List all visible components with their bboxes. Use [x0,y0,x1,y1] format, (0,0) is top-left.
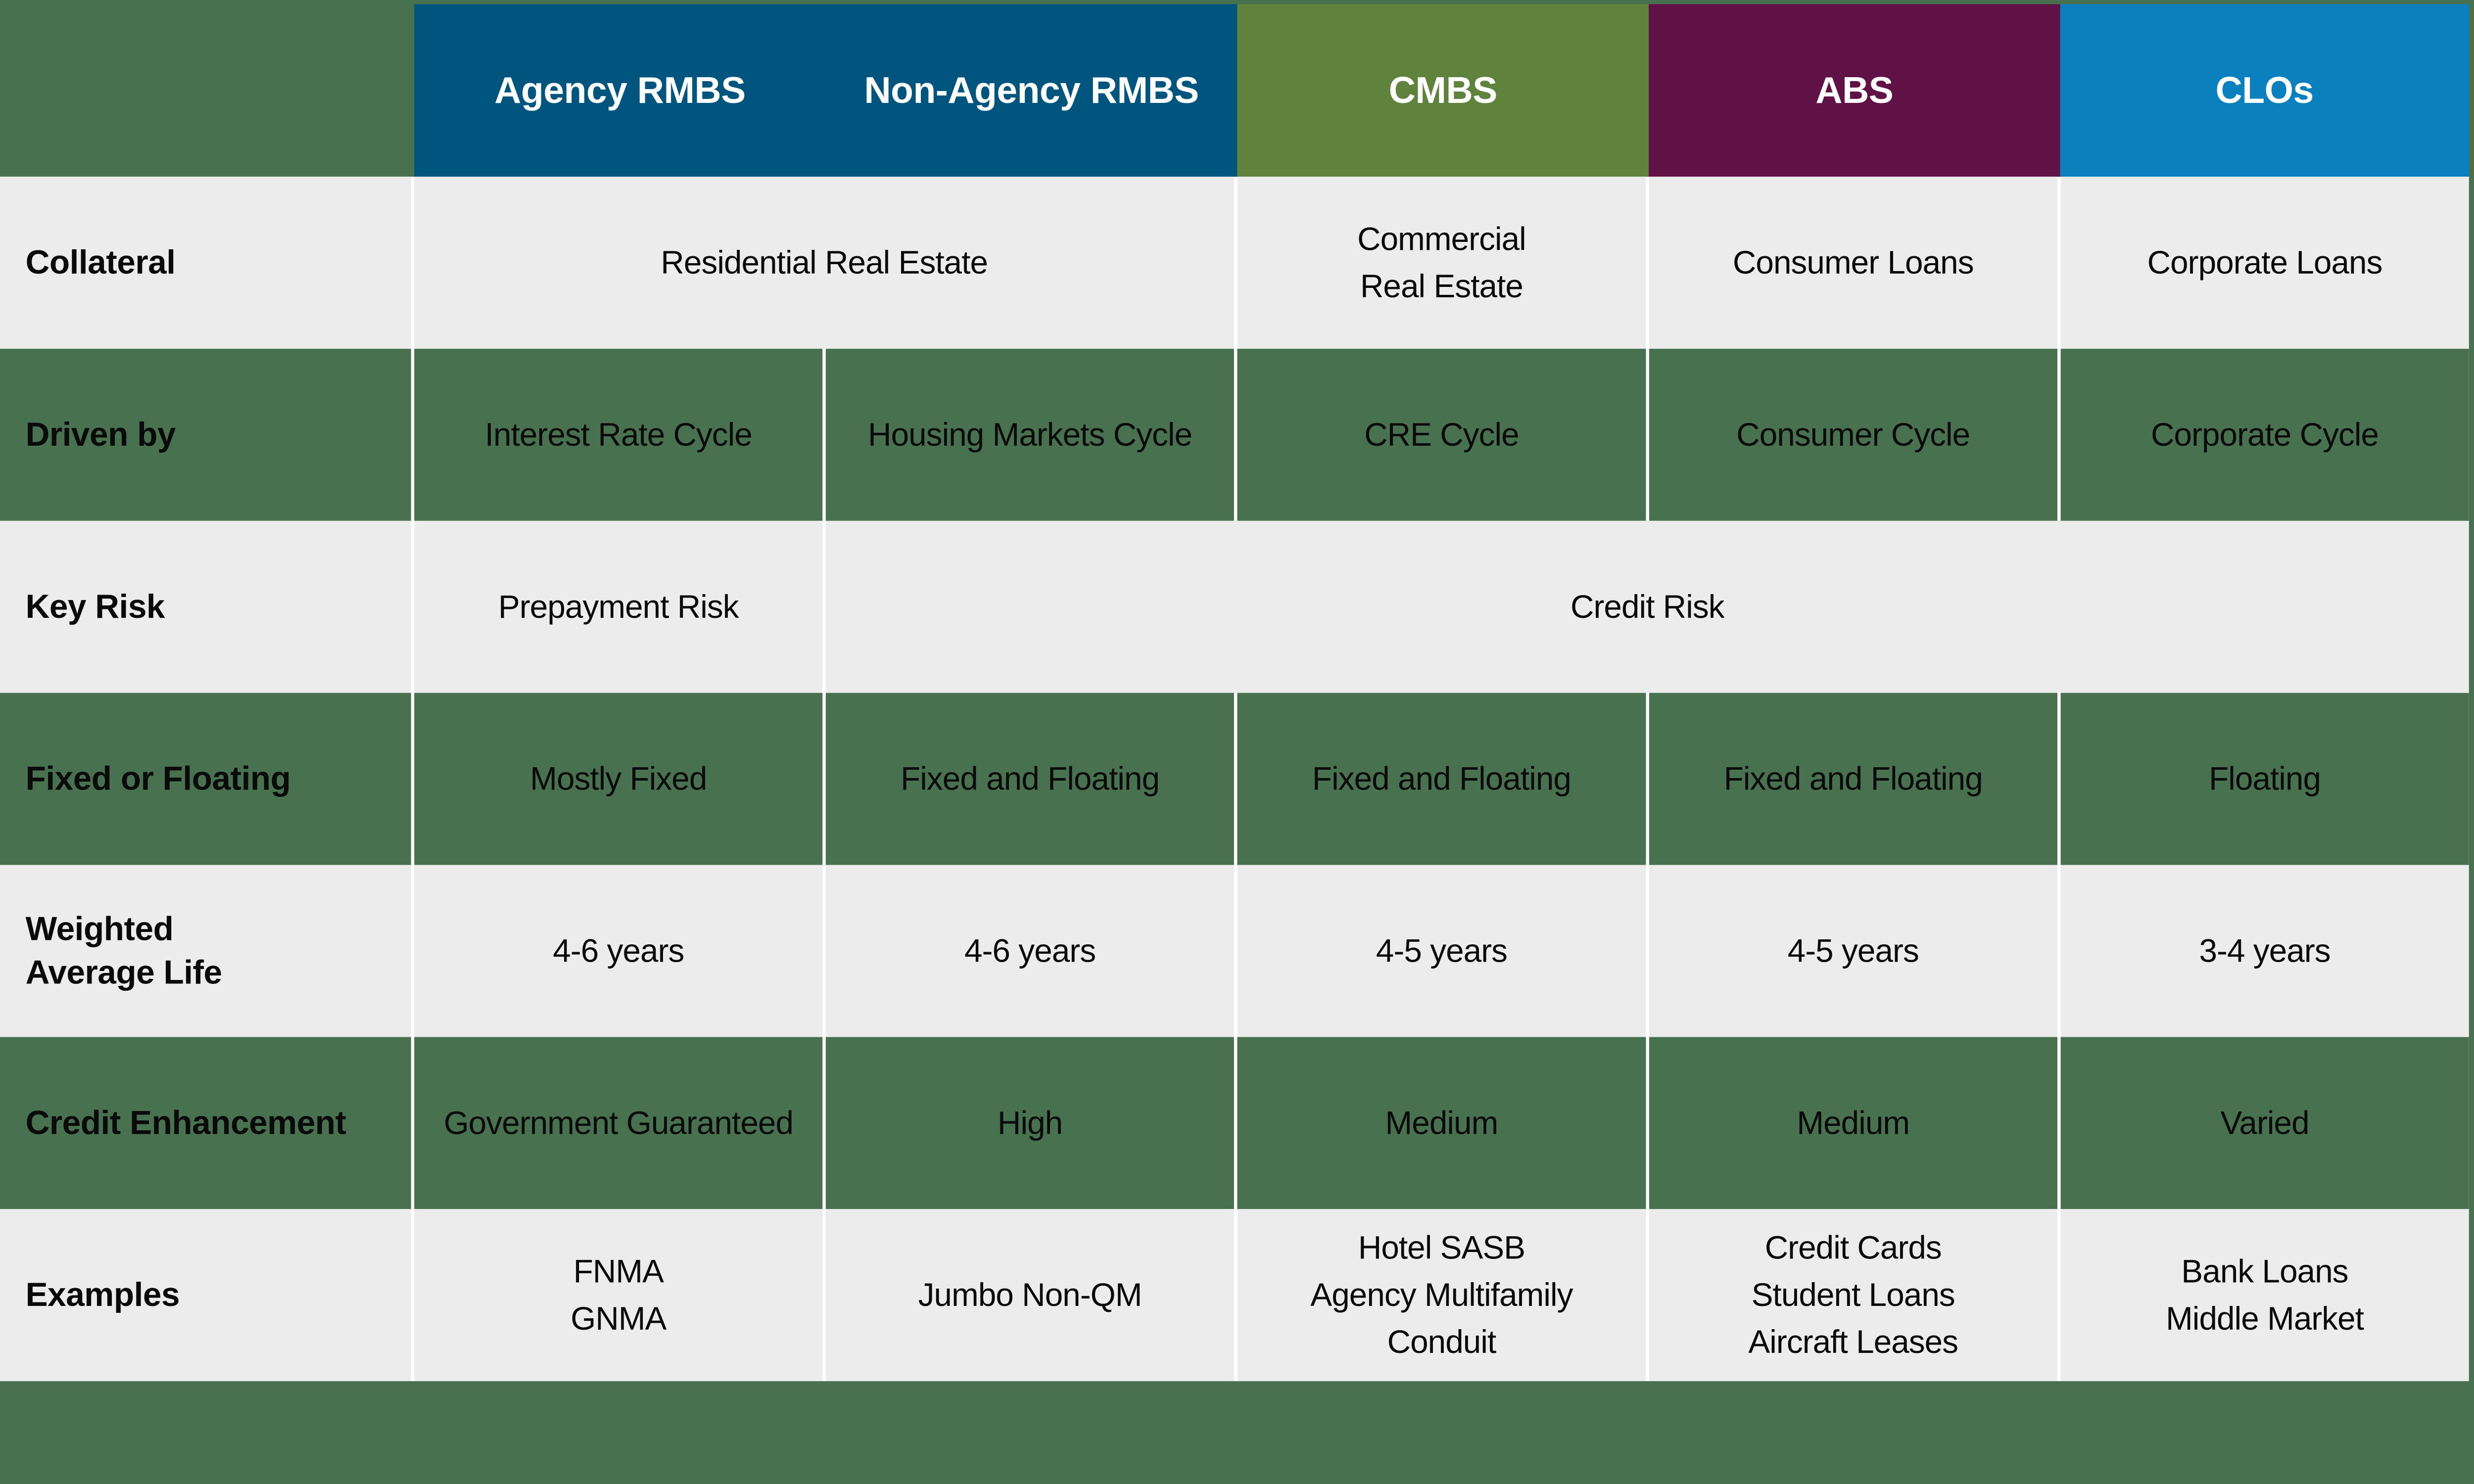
row-label-key-risk: Key Risk [0,520,411,693]
cell-wal-agency-rmbs: 4-6 years [414,865,823,1037]
cell-enhancement-clos: Varied [2060,1037,2469,1209]
header-cmbs: CMBS [1237,4,1649,177]
cell-examples-non-agency-rmbs: Jumbo Non-QM [826,1209,1235,1382]
header-clos: CLOs [2060,4,2469,177]
header-corner-spacer [0,4,414,177]
cell-wal-abs: 4-5 years [1649,865,2057,1037]
row-label-fixed-or-floating: Fixed or Floating [0,693,411,865]
row-label-collateral: Collateral [0,177,411,349]
row-label-driven-by: Driven by [0,349,411,521]
cell-wal-clos: 3-4 years [2060,865,2469,1037]
cell-examples-cmbs: Hotel SASB Agency Multifamily Conduit [1237,1209,1646,1382]
cell-driven-clos: Corporate Cycle [2060,349,2469,521]
cell-examples-agency-rmbs: FNMA GNMA [414,1209,823,1382]
table-body: Collateral Residential Real Estate Comme… [0,177,2469,1382]
cell-wal-non-agency-rmbs: 4-6 years [826,865,1235,1037]
cell-fixed-clos: Floating [2060,693,2469,865]
header-agency-rmbs: Agency RMBS [494,69,746,111]
cell-fixed-abs: Fixed and Floating [1649,693,2057,865]
row-label-examples: Examples [0,1209,411,1382]
row-label-weighted-average-life: Weighted Average Life [0,865,411,1037]
cell-key-risk-credit-merged: Credit Risk [826,520,2469,693]
cell-enhancement-non-agency-rmbs: High [826,1037,1235,1209]
cell-examples-abs: Credit Cards Student Loans Aircraft Leas… [1649,1209,2057,1382]
cell-driven-non-agency-rmbs: Housing Markets Cycle [826,349,1235,521]
header-abs: ABS [1649,4,2060,177]
cell-enhancement-abs: Medium [1649,1037,2057,1209]
cell-collateral-rmbs: Residential Real Estate [414,177,1235,349]
securitized-products-comparison-table: Agency RMBS Non-Agency RMBS CMBS ABS CLO… [0,4,2469,1382]
cell-enhancement-cmbs: Medium [1237,1037,1646,1209]
cell-fixed-agency-rmbs: Mostly Fixed [414,693,823,865]
cell-driven-abs: Consumer Cycle [1649,349,2057,521]
header-rmbs-group: Agency RMBS Non-Agency RMBS [414,4,1237,177]
cell-collateral-abs: Consumer Loans [1649,177,2057,349]
cell-collateral-clos: Corporate Loans [2060,177,2469,349]
cell-key-risk-agency-rmbs: Prepayment Risk [414,520,823,693]
cell-wal-cmbs: 4-5 years [1237,865,1646,1037]
cell-enhancement-agency-rmbs: Government Guaranteed [414,1037,823,1209]
cell-collateral-cmbs: Commercial Real Estate [1237,177,1646,349]
cell-driven-cmbs: CRE Cycle [1237,349,1646,521]
cell-fixed-cmbs: Fixed and Floating [1237,693,1646,865]
header-non-agency-rmbs: Non-Agency RMBS [864,69,1199,111]
cell-examples-clos: Bank Loans Middle Market [2060,1209,2469,1382]
table-header-row: Agency RMBS Non-Agency RMBS CMBS ABS CLO… [0,4,2469,177]
row-label-credit-enhancement: Credit Enhancement [0,1037,411,1209]
cell-fixed-non-agency-rmbs: Fixed and Floating [826,693,1235,865]
cell-driven-agency-rmbs: Interest Rate Cycle [414,349,823,521]
